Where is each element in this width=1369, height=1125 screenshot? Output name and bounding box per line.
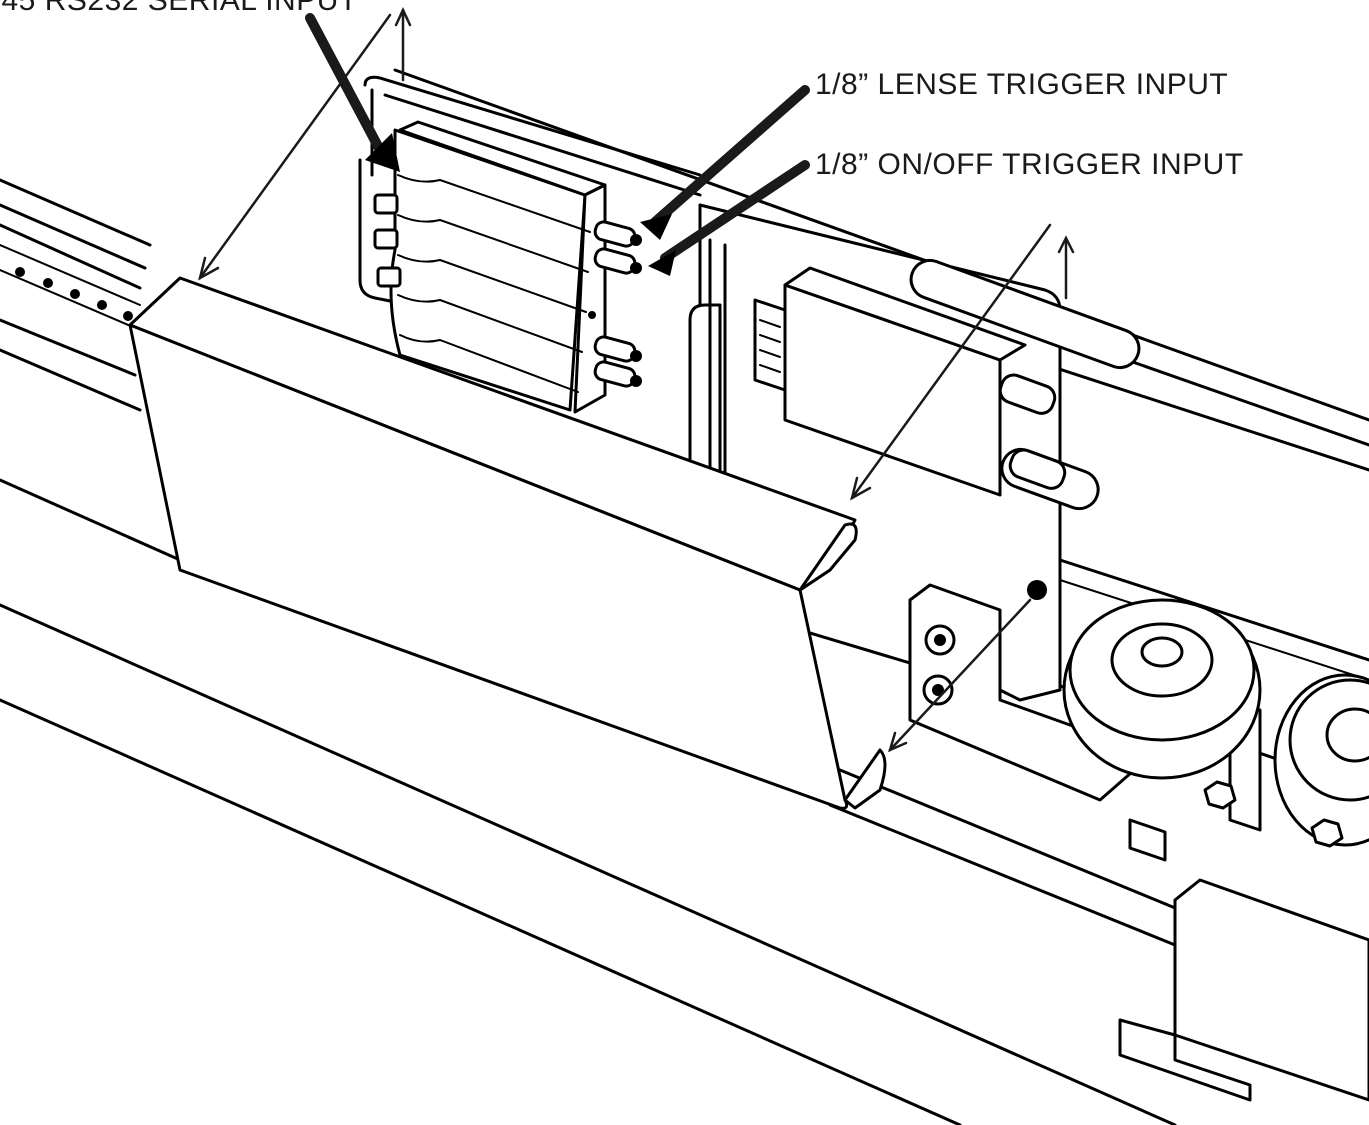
rail-lower [0, 478, 1182, 1125]
support-pole [688, 238, 727, 482]
rollers [1062, 598, 1369, 848]
carriage-blocks [1118, 818, 1369, 1102]
trigger-connectors [593, 220, 642, 388]
rear-bracket-frame [358, 75, 702, 304]
adapter-box [373, 120, 607, 414]
serial-input-label: J45 RS232 SERIAL INPUT [0, 0, 358, 17]
front-cover [128, 276, 887, 810]
onoff-trigger-input-label: 1/8” ON/OFF TRIGGER INPUT [815, 148, 1244, 181]
controller-module [753, 266, 1027, 497]
callout-arrows [305, 13, 810, 276]
lense-trigger-input-label: 1/8” LENSE TRIGGER INPUT [815, 68, 1229, 101]
movement-arrows [198, 7, 1075, 753]
rail-slot-holes [15, 267, 133, 321]
